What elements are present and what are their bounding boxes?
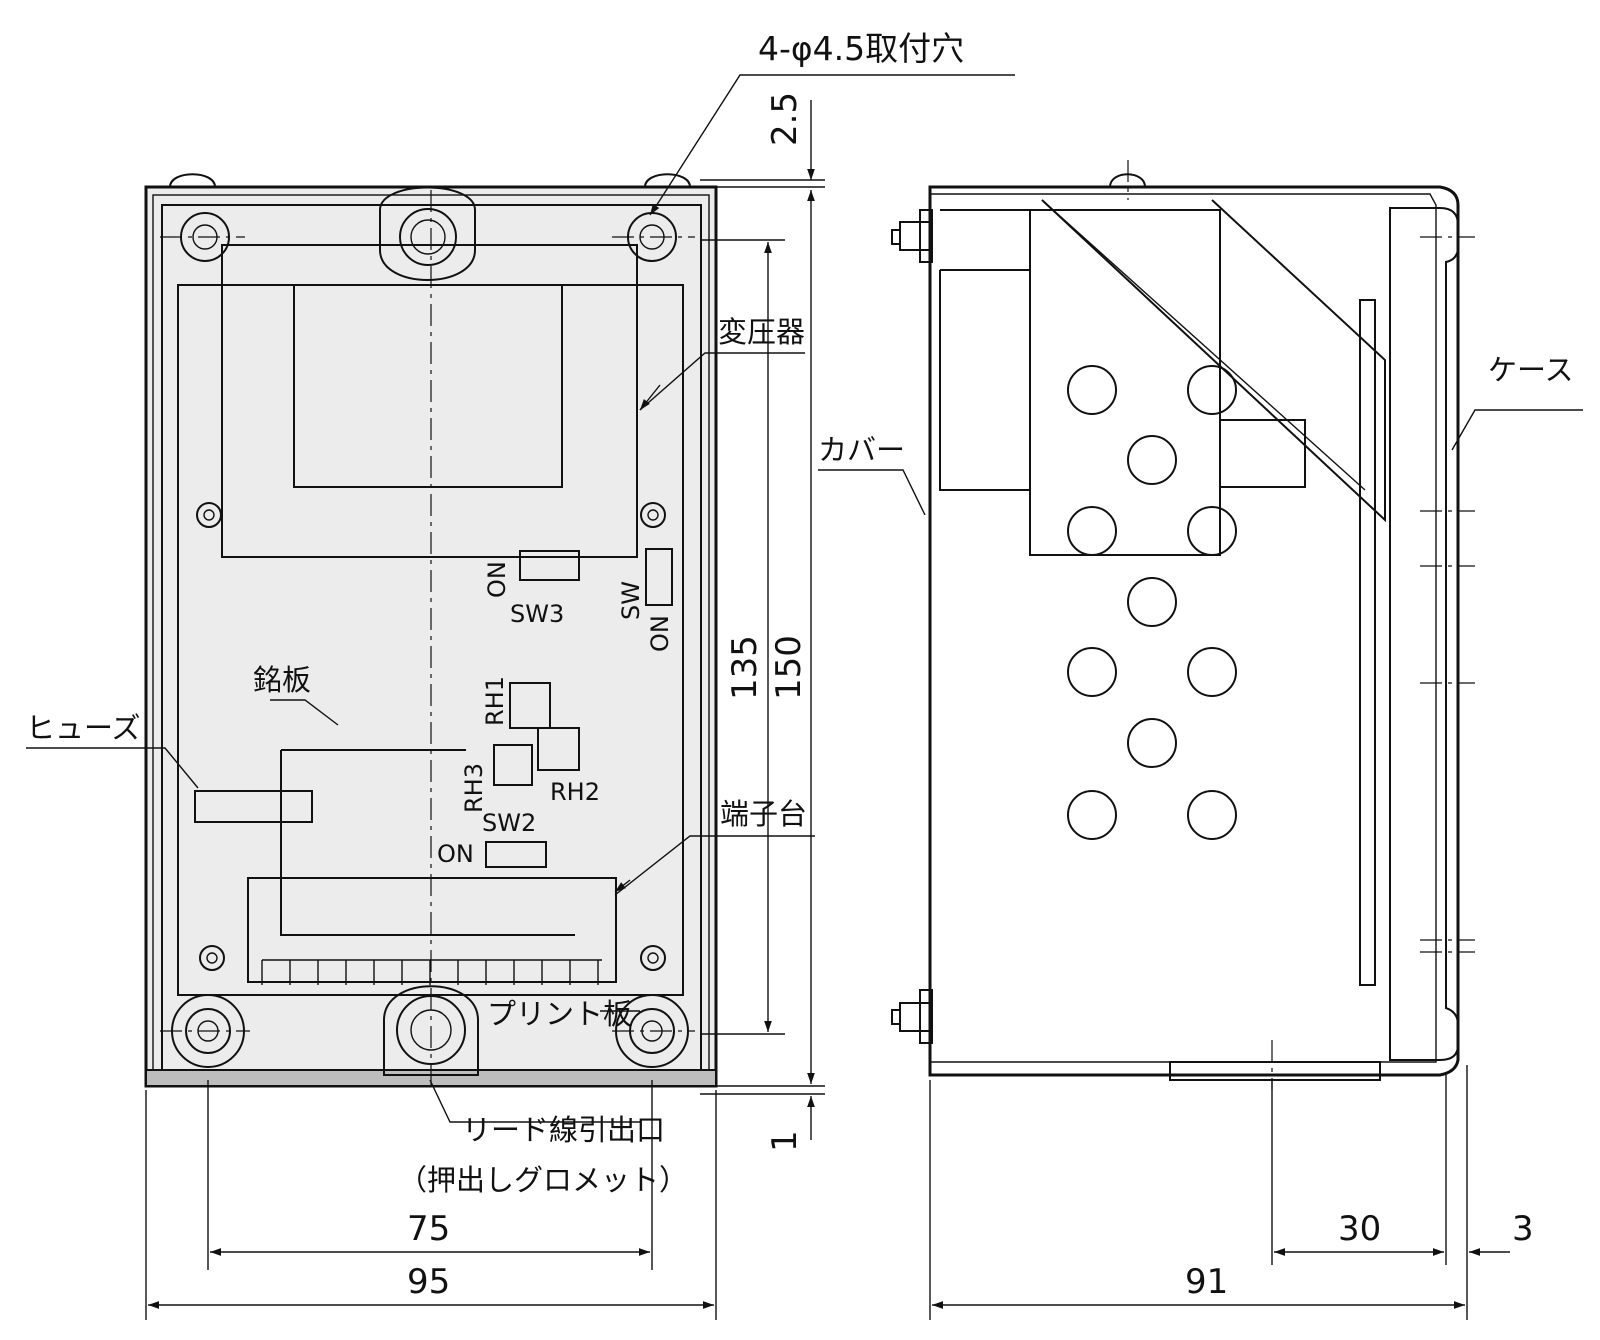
case-label: ケース [1488, 353, 1574, 387]
sw3-on-label: ON [483, 561, 511, 598]
side-case-outline [1389, 207, 1459, 1061]
sw2-switch [485, 841, 547, 868]
terminal-block-label: 端子台 [720, 797, 807, 831]
rh1-label: RH1 [481, 676, 509, 726]
front-view: 4-φ4.5取付穴 変圧器 銘板 ヒューズ 端子台 プリント板 リード線引出口 … [26, 29, 1015, 1320]
rh2-trimmer [537, 727, 580, 771]
rh3-label: RH3 [460, 763, 488, 813]
dim-75: 75 [407, 1209, 450, 1249]
nameplate-label: 銘板 [253, 663, 311, 697]
dim-1: 1 [765, 1130, 805, 1152]
sw-on-label: ON [646, 615, 674, 652]
nameplate [280, 749, 575, 936]
dim-95: 95 [407, 1262, 450, 1302]
sw-label: SW [617, 581, 645, 620]
dim-2-5: 2.5 [765, 92, 805, 146]
pcb-label: プリント板 [487, 997, 632, 1031]
dim-30: 30 [1338, 1209, 1381, 1249]
vent-holes [1067, 365, 1237, 840]
dim-3: 3 [1512, 1209, 1534, 1249]
sw-switch [645, 548, 673, 606]
transformer [221, 244, 638, 558]
fuse-label: ヒューズ [26, 711, 141, 745]
rh1-trimmer [509, 682, 551, 729]
terminal-block [247, 877, 617, 983]
fuse [194, 790, 313, 823]
side-stud-bottom [891, 989, 933, 1044]
side-cover-outline [928, 185, 1460, 1077]
sw3-label: SW3 [510, 600, 564, 628]
sw2-on-label: ON [437, 840, 474, 868]
sw2-label: SW2 [482, 809, 536, 837]
lead-outlet-label: リード線引出口 [462, 1113, 665, 1147]
grommet-label: （押出しグロメット） [398, 1163, 688, 1197]
cover-label: カバー [818, 433, 905, 467]
dim-150: 150 [769, 635, 809, 700]
sw3-switch [519, 550, 580, 581]
dim-135: 135 [725, 635, 765, 700]
side-transformer-block [1029, 209, 1221, 556]
rh3-trimmer [493, 744, 533, 786]
dim-91: 91 [1185, 1262, 1228, 1302]
side-stud-top [891, 209, 933, 263]
side-view: ケース カバー 91 30 3 [818, 160, 1583, 1320]
mounting-holes-label: 4-φ4.5取付穴 [758, 29, 964, 68]
rh2-label: RH2 [550, 778, 600, 806]
transformer-label: 変圧器 [718, 315, 805, 349]
transformer-core [293, 284, 563, 488]
